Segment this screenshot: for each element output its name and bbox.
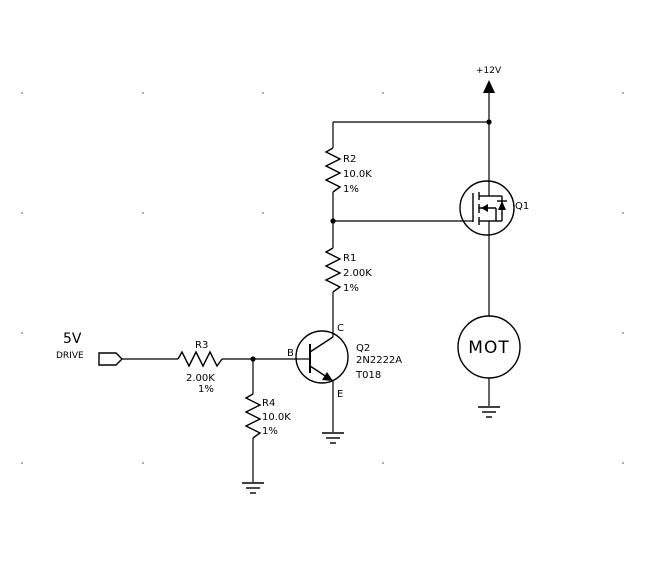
q1-ref: Q1 <box>515 201 529 212</box>
r2-value: 10.0K <box>343 169 372 180</box>
q2-ref: Q2 <box>356 343 370 354</box>
q2-package: T018 <box>355 370 381 381</box>
motor: MOT <box>457 315 521 406</box>
mosfet-q1: Q1 <box>459 122 529 316</box>
resistor-r4: R4 10.0K 1% <box>244 359 291 482</box>
q2-pin-e: E <box>337 389 343 400</box>
r3-ref: R3 <box>195 340 208 351</box>
grid-dots <box>21 92 624 464</box>
r4-value: 10.0K <box>262 412 291 423</box>
r1-value: 2.00K <box>343 268 372 279</box>
resistor-r3: R3 2.00K 1% <box>177 340 298 395</box>
power-supply-12v: +12V <box>476 66 502 122</box>
r3-value: 2.00K <box>186 373 215 384</box>
r1-ref: R1 <box>343 253 356 264</box>
motor-label: MOT <box>468 338 509 358</box>
resistor-r2: R2 10.0K 1% <box>324 122 372 221</box>
resistor-r1: R1 2.00K 1% <box>324 221 372 330</box>
ground-motor <box>478 406 500 418</box>
r2-tolerance: 1% <box>343 184 359 195</box>
r4-ref: R4 <box>262 398 275 409</box>
ground-r4 <box>242 482 264 494</box>
input-voltage: 5V <box>63 331 82 347</box>
input-drive-5v: 5V DRIVE <box>56 331 178 366</box>
power-label: +12V <box>476 66 502 76</box>
ground-q2 <box>322 432 344 444</box>
r3-tolerance: 1% <box>198 384 214 395</box>
transistor-q2: B C E Q2 2N2222A T018 <box>287 323 402 432</box>
r1-tolerance: 1% <box>343 283 359 294</box>
q2-pin-c: C <box>337 323 344 334</box>
r2-ref: R2 <box>343 154 356 165</box>
r4-tolerance: 1% <box>262 426 278 437</box>
q2-pin-b: B <box>287 348 294 359</box>
input-name: DRIVE <box>56 351 84 361</box>
q2-part: 2N2222A <box>356 355 402 366</box>
